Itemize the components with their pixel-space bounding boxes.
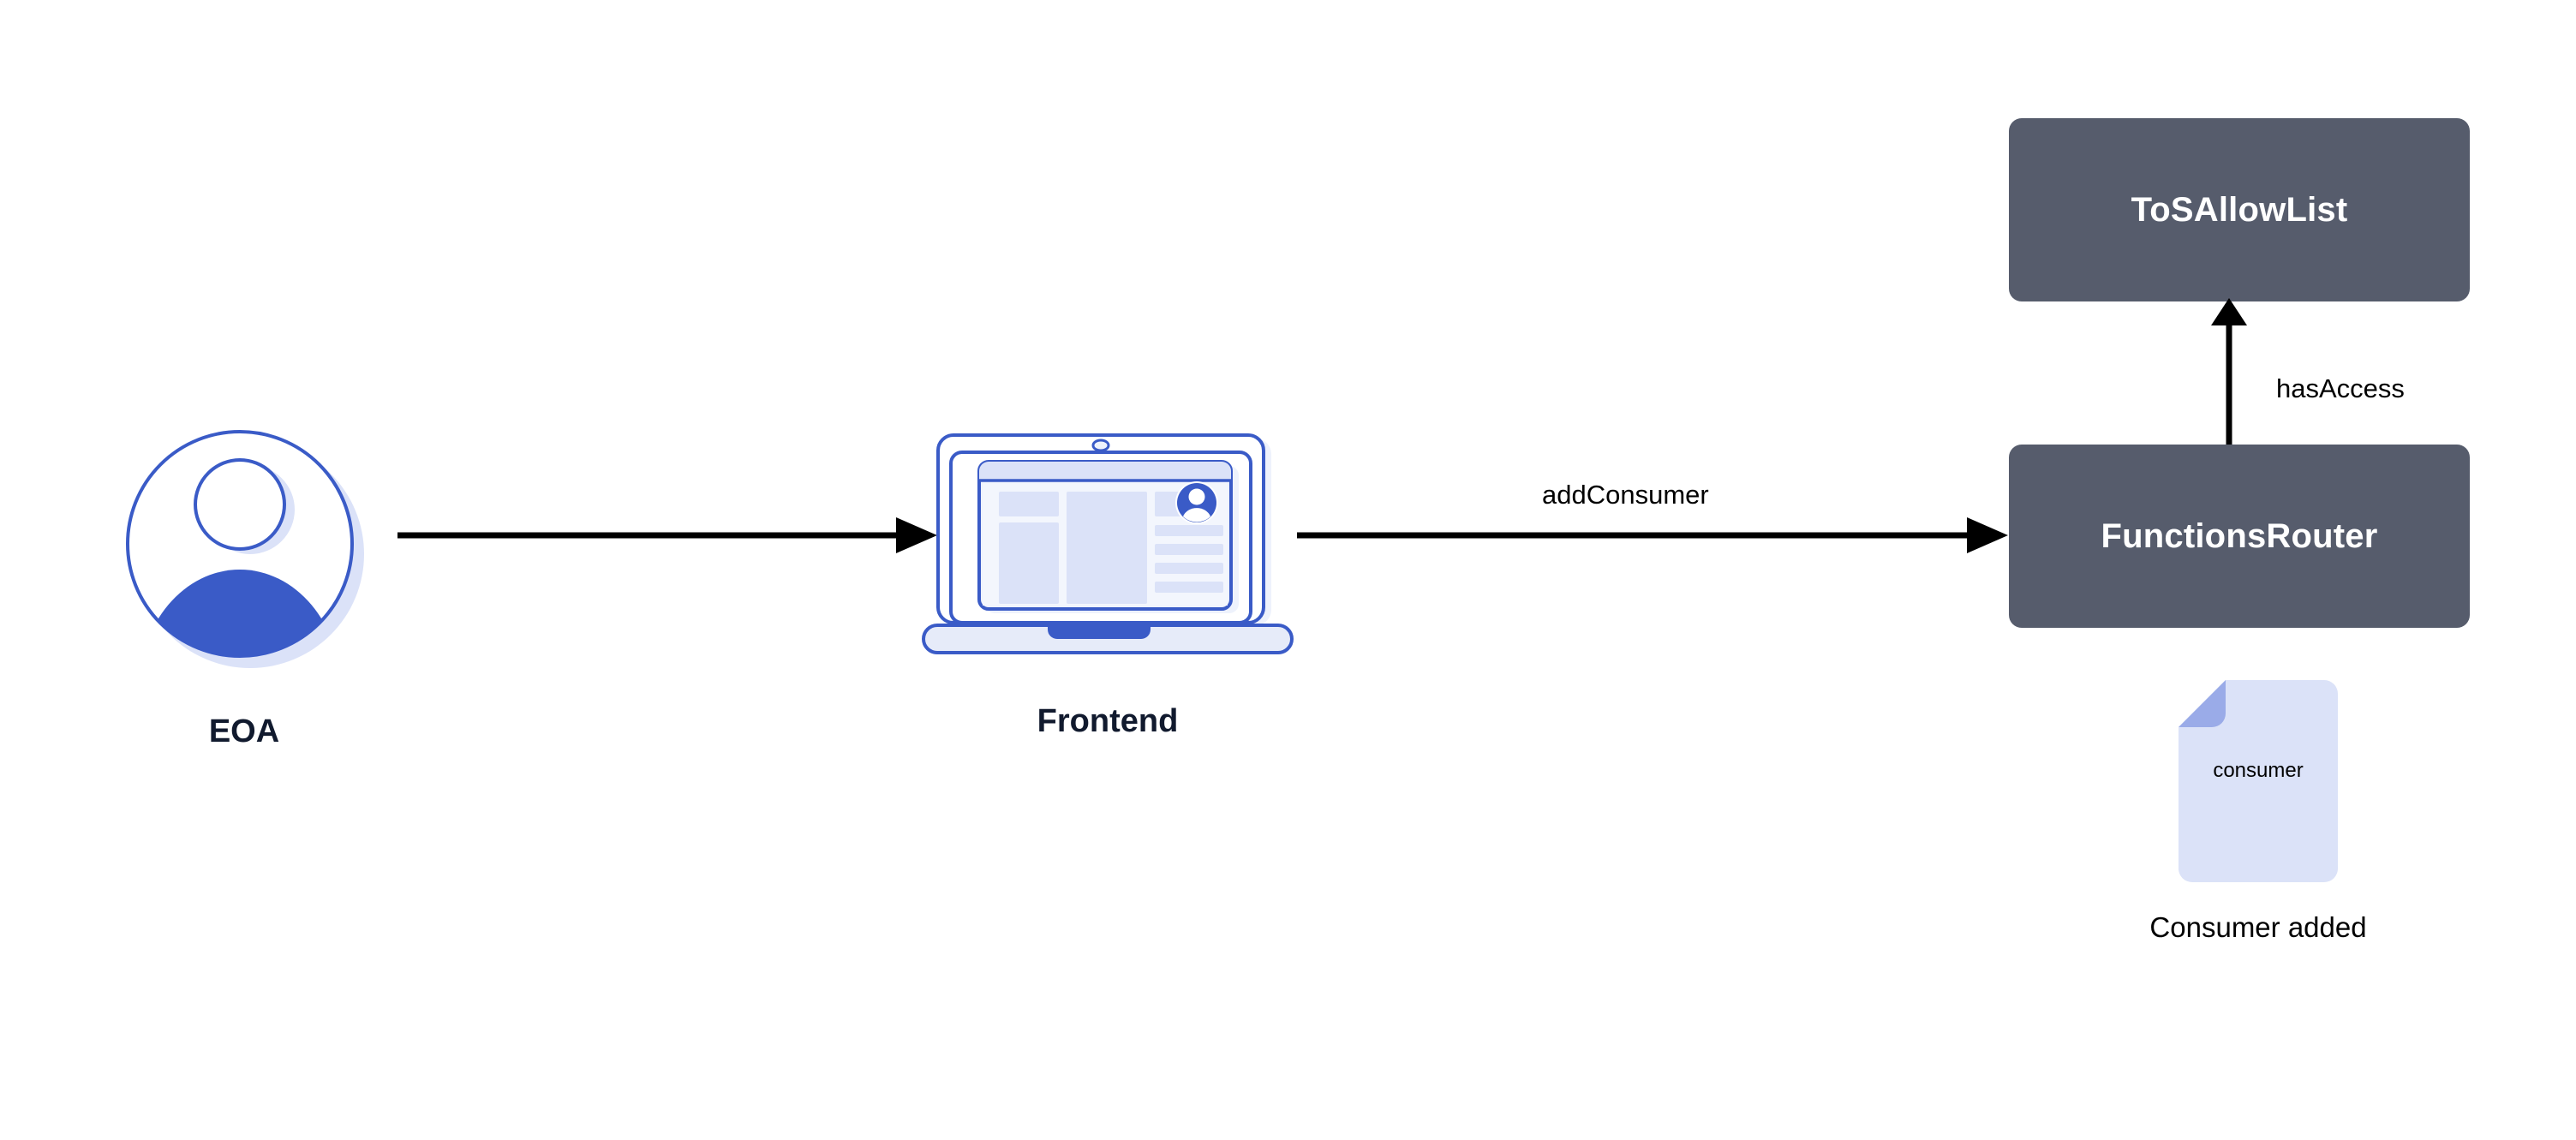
arrow-right-icon (1297, 517, 2008, 553)
edge-router-to-tos (2208, 298, 2251, 448)
consumer-added-caption: Consumer added (2149, 911, 2367, 943)
browser-avatar-icon (1175, 481, 1218, 524)
frontend-label: Frontend (1037, 703, 1179, 739)
edge-eoa-to-frontend (394, 505, 942, 565)
arrow-up-icon (2211, 298, 2247, 445)
laptop-icon (922, 433, 1294, 654)
eoa-node[interactable] (120, 424, 368, 672)
node-tos-allowlist[interactable]: ToSAllowList (2009, 118, 2470, 301)
consumer-document-label: consumer (2213, 759, 2304, 782)
eoa-label: EOA (208, 713, 280, 749)
user-icon (126, 430, 364, 668)
arrow-right-icon (397, 517, 937, 553)
node-functions-router[interactable]: FunctionsRouter (2009, 445, 2470, 628)
edge-label-addconsumer: addConsumer (1542, 480, 1709, 510)
frontend-node[interactable] (922, 428, 1294, 672)
document-icon (2179, 680, 2338, 882)
edge-label-hasaccess: hasAccess (2276, 373, 2405, 403)
edge-frontend-to-router (1294, 505, 2013, 565)
tos-allowlist-label: ToSAllowList (2131, 191, 2348, 229)
functions-router-label: FunctionsRouter (2101, 517, 2378, 555)
consumer-document-node[interactable]: consumer (2177, 678, 2340, 884)
